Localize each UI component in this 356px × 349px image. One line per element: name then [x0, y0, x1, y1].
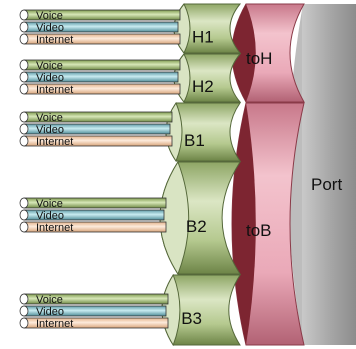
flow-H1-voice: Voice	[19, 9, 181, 22]
flow-B3-voice: Voice	[19, 293, 169, 306]
flow-H1-internet: Internet	[19, 33, 181, 46]
flow-label: Voice	[36, 112, 63, 124]
flow-tube-cap	[19, 123, 29, 135]
flow-tube-cap	[19, 59, 29, 71]
flow-label: Voice	[36, 60, 63, 72]
aggregate-toH: toH	[231, 3, 305, 103]
flow-label: Voice	[36, 10, 63, 22]
group-B2: B2	[159, 160, 241, 276]
flow-tube-cap	[19, 209, 29, 221]
group-H1-label: H1	[192, 28, 214, 47]
flow-layer: VoiceVideoInternetVoiceVideoInternetVoic…	[19, 9, 181, 330]
flow-tube-cap	[19, 135, 29, 147]
flow-label: Voice	[36, 198, 63, 210]
flow-B3-internet: Internet	[19, 317, 169, 330]
flow-label: Video	[36, 306, 64, 318]
port-cylinder: Port	[286, 3, 356, 346]
flow-H1-video: Video	[19, 21, 179, 34]
group-B2-cap	[159, 160, 190, 276]
flow-tube-cap	[19, 197, 29, 209]
flow-label: Internet	[36, 222, 73, 234]
group-B2-label: B2	[186, 217, 207, 236]
aggregate-toH-cap	[232, 4, 256, 102]
group-H2-label: H2	[192, 77, 214, 96]
flow-B2-internet: Internet	[19, 221, 167, 234]
flow-tube-cap	[19, 9, 29, 21]
group-H2: H2	[173, 53, 242, 103]
flow-B2-video: Video	[19, 209, 165, 222]
flow-tube-cap	[19, 111, 29, 123]
group-B1: B1	[165, 101, 241, 163]
flow-label: Internet	[36, 84, 73, 96]
flow-tube-cap	[19, 21, 29, 33]
flow-label: Video	[36, 22, 64, 34]
flow-tube-cap	[19, 83, 29, 95]
group-H1: H1	[173, 3, 242, 54]
flow-B1-video: Video	[19, 123, 171, 136]
flow-H2-video: Video	[19, 71, 179, 84]
flow-B2-voice: Voice	[19, 197, 167, 210]
flow-label: Video	[36, 124, 64, 136]
flow-label: Internet	[36, 34, 73, 46]
flow-B1-internet: Internet	[19, 135, 173, 148]
flow-tube-cap	[19, 317, 29, 329]
group-B3: B3	[161, 273, 241, 347]
flow-tube-cap	[19, 71, 29, 83]
flow-B1-voice: Voice	[19, 111, 173, 124]
aggregate-layer: toH toB	[231, 3, 305, 346]
flow-tube-cap	[19, 33, 29, 45]
flow-tube-cap	[19, 293, 29, 305]
flow-H2-internet: Internet	[19, 83, 181, 96]
aggregate-toB-label: toB	[246, 221, 272, 240]
flow-label: Internet	[36, 136, 73, 148]
group-B3-label: B3	[181, 309, 202, 328]
flow-tube-cap	[19, 305, 29, 317]
flow-label: Video	[36, 210, 64, 222]
aggregate-toH-label: toH	[246, 49, 272, 68]
flow-label: Internet	[36, 318, 73, 330]
flow-B3-video: Video	[19, 305, 167, 318]
flow-label: Voice	[36, 294, 63, 306]
flow-label: Video	[36, 72, 64, 84]
flow-H2-voice: Voice	[19, 59, 181, 72]
group-B1-label: B1	[184, 131, 205, 150]
flow-tube-cap	[19, 221, 29, 233]
port-label: Port	[311, 175, 342, 194]
aggregate-toB: toB	[231, 102, 305, 346]
